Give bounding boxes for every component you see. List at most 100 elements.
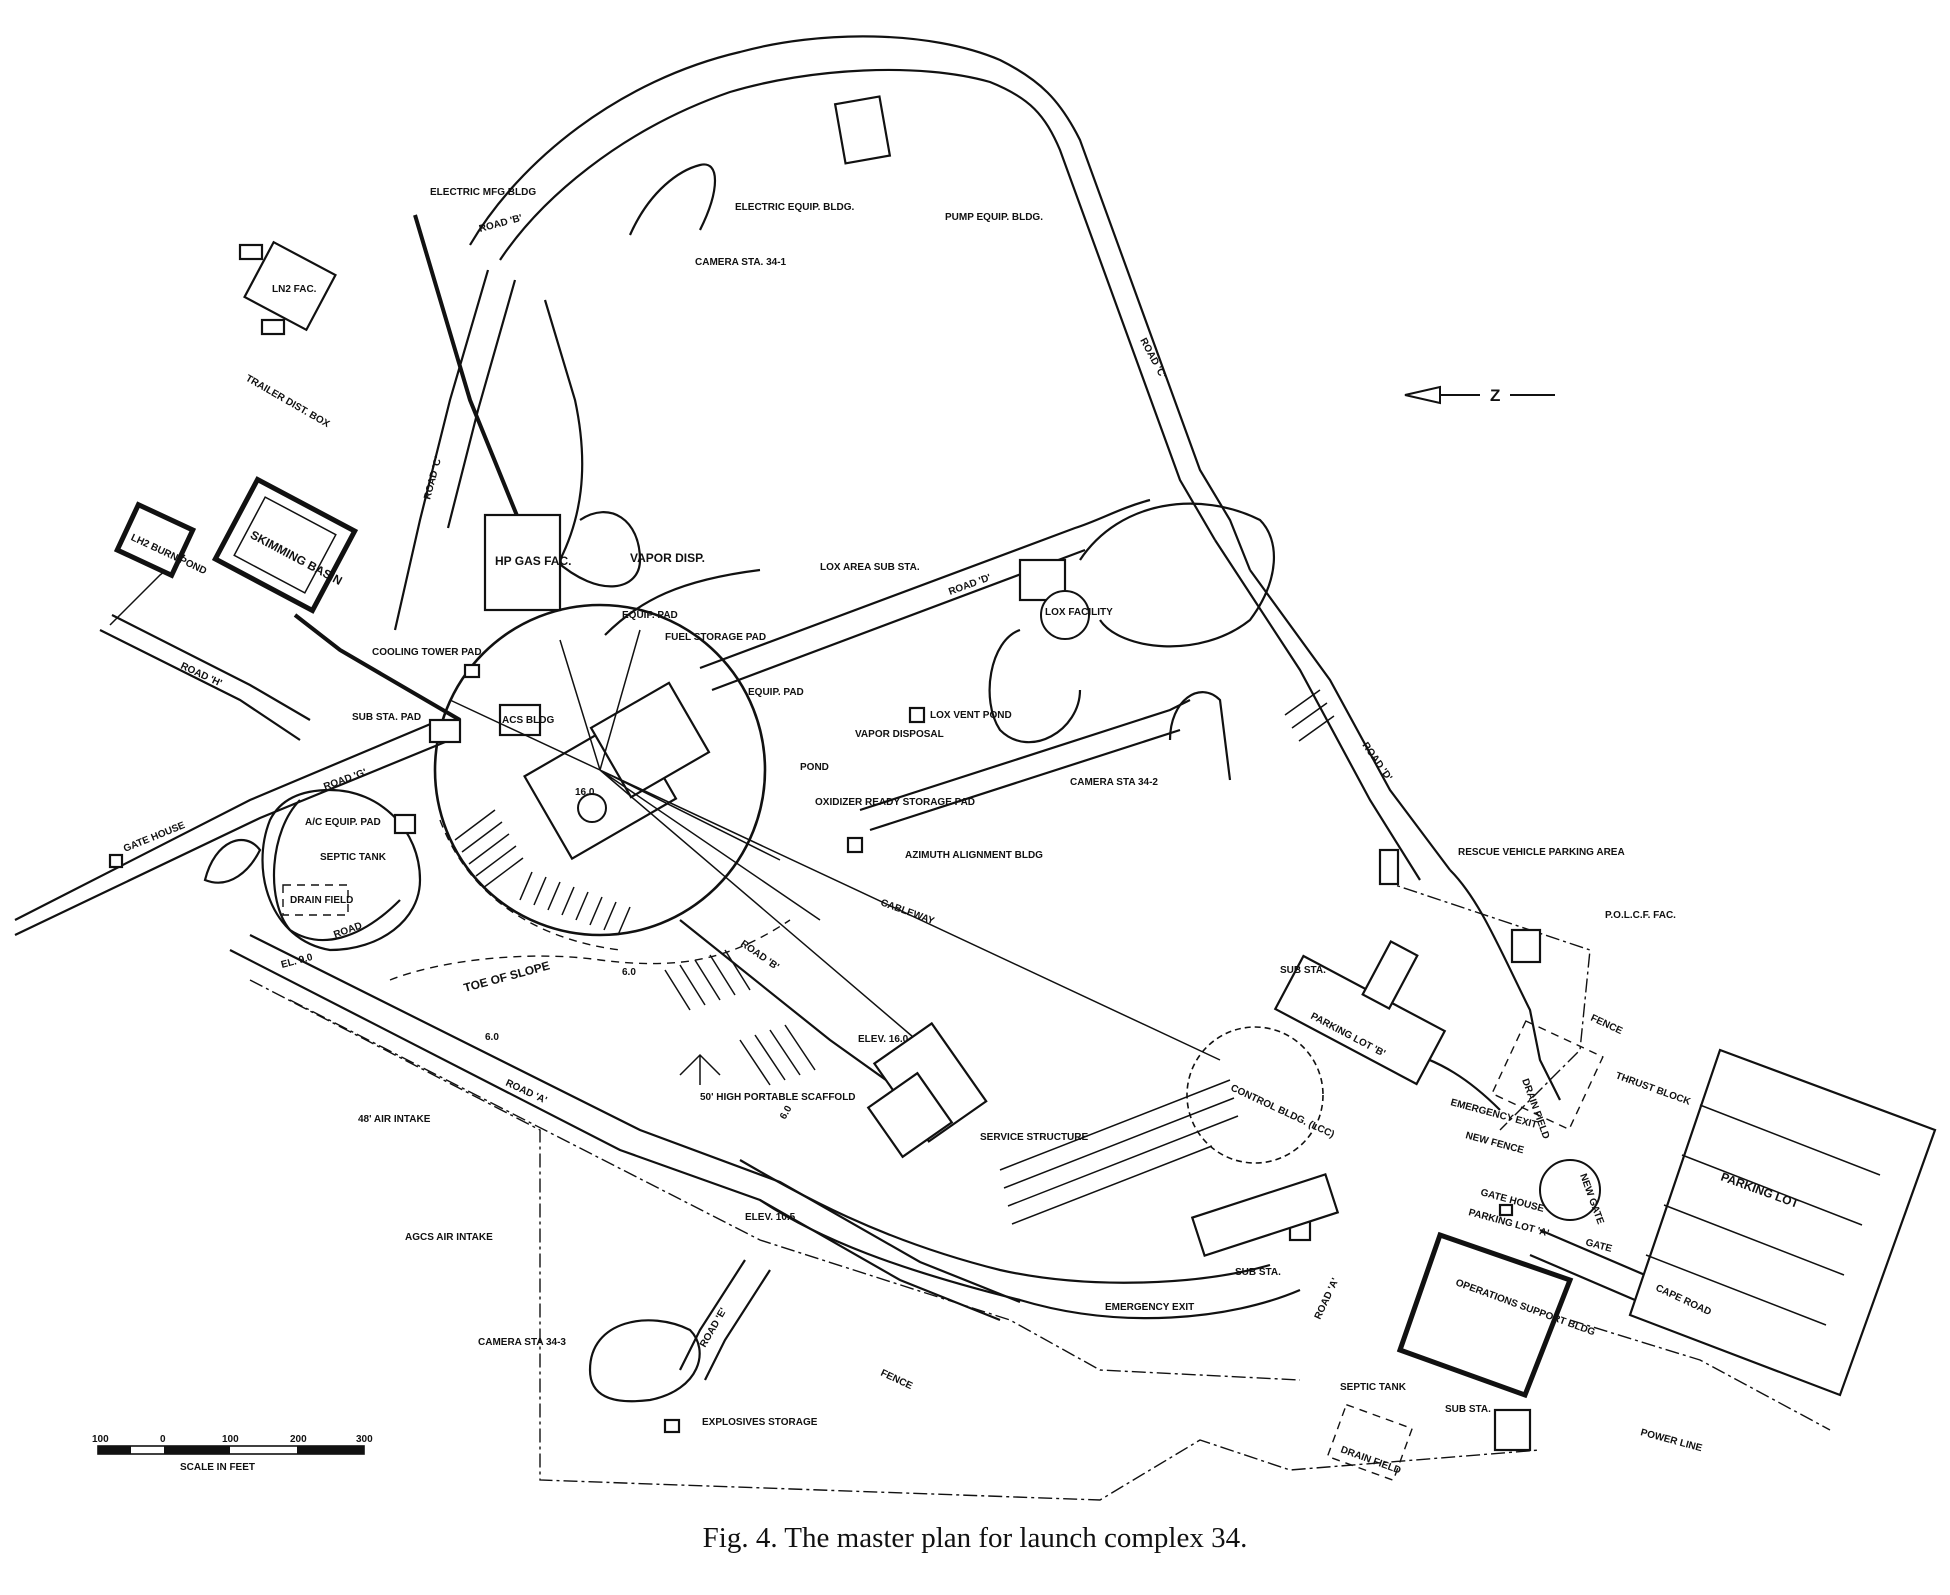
new-gate-loop — [1539, 1159, 1601, 1221]
label-hp-gas-fac: HP GAS FAC. — [495, 554, 571, 568]
label-electric-equip-bldg: ELECTRIC EQUIP. BLDG. — [735, 202, 854, 213]
label-road-d-right: ROAD 'D' — [1360, 740, 1394, 783]
label-vapor-disp: VAPOR DISP. — [630, 551, 705, 565]
ln2-tank-1 — [238, 243, 264, 261]
label-lox-facility: LOX FACILITY — [1045, 607, 1113, 618]
label-pump-equip-bldg: PUMP EQUIP. BLDG. — [945, 212, 1043, 223]
label-road-h: ROAD 'H' — [179, 661, 224, 690]
pad-parking-stripes — [454, 809, 631, 936]
label-road-b-mid: ROAD 'B' — [738, 938, 781, 972]
label-acs-bldg: ACS BLDG — [502, 715, 554, 726]
road-e — [679, 1259, 746, 1371]
label-equip-pad-mid: EQUIP. PAD — [748, 687, 804, 698]
road-c-outer — [499, 68, 1216, 541]
road-a — [229, 949, 1001, 1322]
road-d-upper — [699, 498, 1151, 670]
label-road-a-lower: ROAD 'A' — [1313, 1277, 1342, 1322]
vapor-disp-road — [604, 568, 761, 636]
lower-road — [739, 1159, 1271, 1284]
ln2-fac — [243, 240, 337, 332]
south-stripes — [664, 949, 816, 1086]
radial-lines — [449, 629, 1221, 1061]
fuel-line — [413, 214, 537, 561]
gate-house-right — [1498, 1203, 1514, 1217]
cooling-tower-pad — [463, 663, 481, 679]
label-explosives-storage: EXPLOSIVES STORAGE — [702, 1417, 818, 1428]
label-sub-sta-lower: SUB STA. — [1235, 1267, 1281, 1278]
label-sub-sta-pad: SUB STA. PAD — [352, 712, 421, 723]
label-septic-tank-right: SEPTIC TANK — [1340, 1382, 1407, 1393]
control-bldg — [1186, 1026, 1324, 1164]
acs-bldg — [498, 703, 542, 737]
hp-gas-loop — [554, 511, 642, 588]
fence-inner — [289, 999, 1301, 1381]
scale-tick-1: 0 — [160, 1434, 166, 1445]
label-oxidizer-ready: OXIDIZER READY STORAGE PAD — [815, 797, 975, 808]
launch-pad-area — [433, 603, 1221, 1061]
road-oxidizer — [859, 699, 1191, 812]
umbilical-tower — [589, 681, 711, 799]
lh2-burn-pond — [113, 501, 197, 579]
fences — [249, 819, 1831, 1501]
service-structure-b — [866, 1071, 954, 1159]
explosives-storage — [663, 1418, 681, 1434]
pol-cf-fac — [1510, 928, 1542, 964]
label-camera-34-3: CAMERA STA 34-3 — [478, 1337, 566, 1348]
label-fence-right: FENCE — [1589, 1013, 1625, 1037]
label-electric-mfg-bldg: ELECTRIC MFG BLDG — [430, 187, 536, 198]
scale-tick-2: 100 — [222, 1434, 239, 1445]
skimming-basin-inner — [233, 496, 337, 594]
label-road-b-top: ROAD 'B' — [478, 213, 524, 235]
label-gate: GATE — [1584, 1237, 1613, 1255]
label-new-fence: NEW FENCE — [1464, 1130, 1525, 1156]
label-lox-vent-pond: LOX VENT POND — [930, 710, 1012, 721]
north-arrow: Z — [1404, 385, 1555, 405]
drain-field-right — [1491, 1020, 1604, 1131]
drain-field-bottom — [1326, 1403, 1414, 1482]
lox-outer-loop — [1079, 502, 1276, 648]
label-pol-cf-fac: P.O.L.C.F. FAC. — [1605, 910, 1676, 921]
lox-loop — [988, 628, 1082, 744]
label-rescue-vehicle: RESCUE VEHICLE PARKING AREA — [1458, 847, 1625, 858]
fence-south — [249, 979, 1541, 1501]
label-camera-34-2: CAMERA STA 34-2 — [1070, 777, 1158, 788]
label-toe-of-slope: TOE OF SLOPE — [462, 958, 551, 994]
road-e-b — [704, 1269, 771, 1381]
small-triangle — [203, 839, 262, 884]
road-b-top-loop — [469, 35, 1252, 571]
label-elev-16: ELEV. 16.0 — [858, 1034, 909, 1045]
operations-support-bldg — [1396, 1231, 1574, 1399]
sub-sta-pad — [428, 718, 462, 744]
label-sub-sta-br: SUB STA. — [1445, 1404, 1491, 1415]
label-road-c-left: ROAD 'C' — [422, 455, 444, 501]
label-sub-sta-mid: SUB STA. — [1280, 965, 1326, 976]
skimming-pipeline — [293, 613, 462, 722]
label-elev-10-5: ELEV. 10.5 — [745, 1212, 796, 1223]
lox-vent-pond — [908, 706, 926, 724]
skimming-basin — [211, 476, 359, 614]
label-thrust-block: THRUST BLOCK — [1614, 1070, 1693, 1108]
scale-tick-3: 200 — [290, 1434, 307, 1445]
label-elev-16-top: 16.0 — [575, 787, 595, 798]
label-vapor-disposal: VAPOR DISPOSAL — [855, 729, 944, 740]
arrow-icon — [1404, 385, 1441, 405]
camera-loop — [588, 1319, 701, 1403]
power-line — [1569, 1319, 1831, 1431]
road-g-b — [14, 738, 451, 936]
lox-stripes — [1284, 689, 1335, 742]
camera-341-loop — [628, 163, 717, 236]
figure-caption: Fig. 4. The master plan for launch compl… — [702, 1522, 1248, 1554]
label-fence-bottom: FENCE — [879, 1368, 915, 1392]
lox-tank — [1040, 590, 1090, 640]
fence-east — [1379, 879, 1591, 1131]
label-road-small: ROAD — [332, 920, 363, 940]
label-control-bldg: CONTROL BLDG. (LCC) — [1229, 1083, 1336, 1141]
label-trailer-dist-box: TRAILER DIST. BOX — [244, 373, 332, 430]
label-scaffold: 50' HIGH PORTABLE SCAFFOLD — [700, 1092, 856, 1103]
lcc-parking-rows — [999, 1079, 1239, 1225]
camera-342-loop — [1168, 691, 1232, 781]
scale-tick-4: 300 — [356, 1434, 373, 1445]
road-h-b — [111, 614, 311, 721]
label-camera-34-1: CAMERA STA. 34-1 — [695, 257, 787, 268]
